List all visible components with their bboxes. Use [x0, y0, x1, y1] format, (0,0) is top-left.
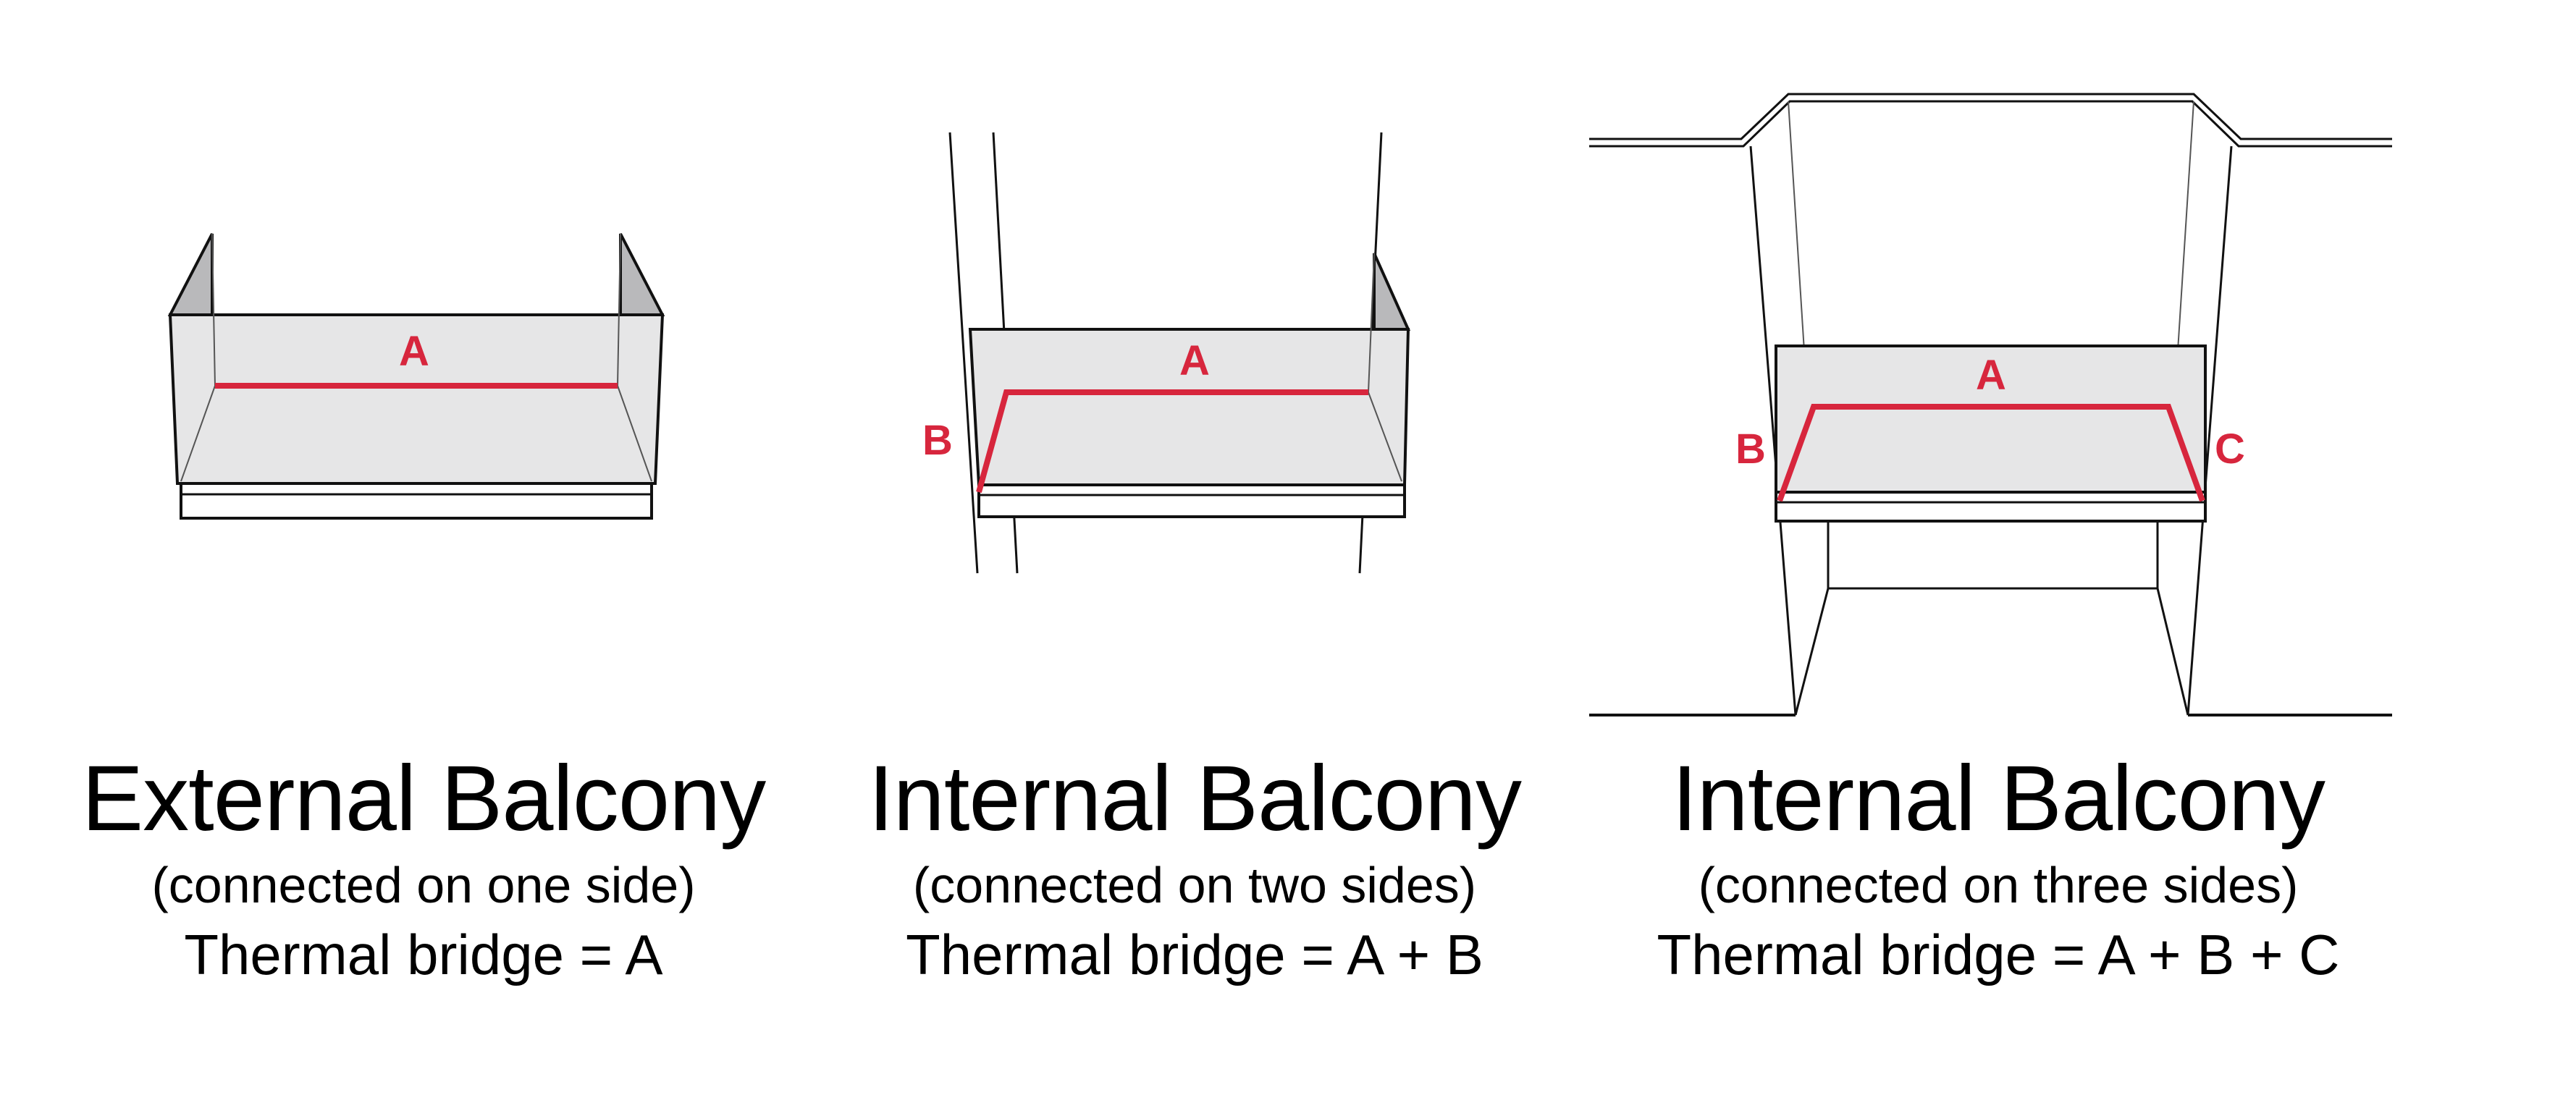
panel-subtitle: (connected on two sides): [912, 857, 1477, 913]
inner-edge-right: [617, 233, 621, 386]
recess-outer-left: [1749, 145, 1797, 716]
caption-internal-three: Internal Balcony (connected on three sid…: [1578, 747, 2418, 986]
panel-title: Internal Balcony: [1672, 747, 2325, 850]
balcony-slab: [1775, 491, 2207, 523]
external-balcony-drawing: A: [167, 233, 665, 520]
panel-subtitle: (connected on one side): [151, 857, 696, 913]
right-side-wall: [1373, 253, 1411, 331]
panel-formula: Thermal bridge = A: [184, 923, 663, 986]
internal-three-drawing: A B: [1589, 93, 2392, 716]
balcony-slab: [977, 483, 1406, 518]
parapet-outline-outer: [1589, 93, 2392, 140]
panel-title: Internal Balcony: [868, 747, 1522, 850]
thermal-bridge-abc-line: [1777, 404, 2205, 502]
inner-edge-left: [211, 233, 216, 386]
label-b: B: [1735, 426, 1766, 473]
label-a: A: [1179, 337, 1210, 384]
panel-formula: Thermal bridge = A + B: [906, 923, 1483, 986]
caption-external: External Balcony (connected on one side)…: [0, 747, 847, 986]
floor-edge-right: [1368, 392, 1402, 482]
opening-edge-right: [2156, 588, 2189, 716]
opening-edge-left: [1794, 588, 1830, 716]
panel-internal-balcony-three-sides: A B C Internal Balcony (connected on thr…: [1578, 0, 2418, 1095]
right-side-wall: [619, 233, 665, 316]
left-side-wall: [167, 233, 214, 316]
label-a: A: [1976, 352, 2006, 399]
panel-external-balcony: A External Balcony (connected on one sid…: [0, 0, 847, 1095]
balustrade-front: [168, 313, 665, 485]
label-a: A: [399, 328, 429, 375]
opening-below: [1827, 521, 2159, 590]
panel-formula: Thermal bridge = A + B + C: [1657, 923, 2340, 986]
label-b: B: [922, 417, 953, 464]
floor-edge-right: [617, 385, 652, 482]
panel-internal-balcony-two-sides: A B Internal Balcony (connected on two s…: [840, 0, 1549, 1095]
panel-subtitle: (connected on three sides): [1698, 857, 2299, 913]
panel-title: External Balcony: [81, 747, 767, 850]
wall-outer-left: [948, 132, 979, 574]
recess-outer-right: [2186, 145, 2233, 716]
parapet-outline-inner: [1589, 100, 2392, 148]
inner-edge-right: [1368, 253, 1375, 393]
balcony-slab: [180, 482, 653, 520]
internal-two-drawing: A B: [922, 132, 1411, 574]
caption-internal-two: Internal Balcony (connected on two sides…: [840, 747, 1549, 986]
thermal-bridge-ab-line: [976, 389, 1368, 494]
floor-edge-left: [180, 385, 216, 482]
